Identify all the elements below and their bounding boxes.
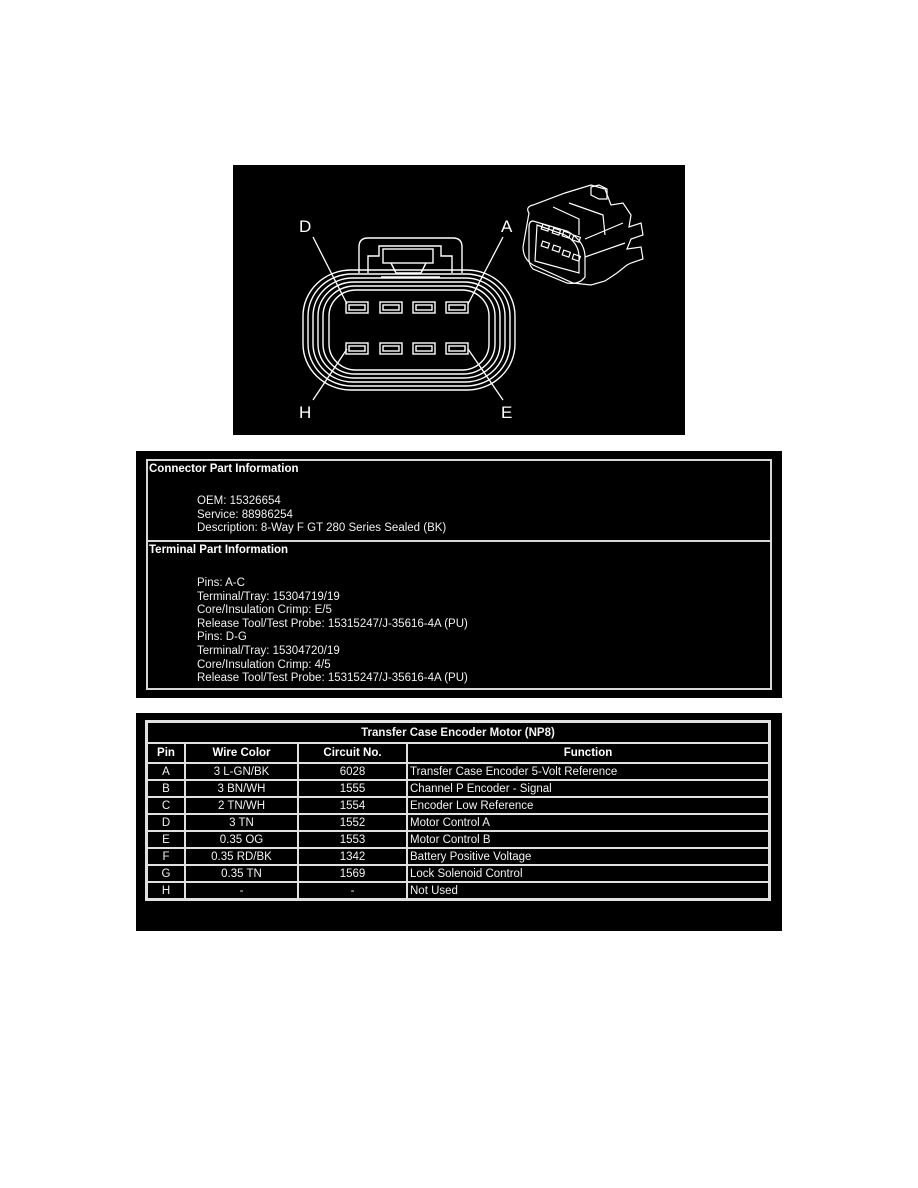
cell-function: Battery Positive Voltage	[407, 848, 769, 865]
pinout-table-box: Transfer Case Encoder Motor (NP8) Pin Wi…	[136, 713, 782, 931]
cell-function: Not Used	[407, 882, 769, 899]
terminal-crimp-1: Core/Insulation Crimp: E/5	[197, 604, 332, 617]
connector-description: Description: 8-Way F GT 280 Series Seale…	[197, 522, 447, 535]
cell-wire-color: 2 TN/WH	[185, 797, 298, 814]
pin-label-a: A	[501, 217, 513, 236]
part-information-box: Connector Part Information OEM: 15326654…	[136, 451, 782, 698]
table-title: Transfer Case Encoder Motor (NP8)	[147, 722, 769, 743]
table-row: H - - Not Used	[147, 882, 769, 899]
cell-wire-color: 3 TN	[185, 814, 298, 831]
terminal-part-info-title: Terminal Part Information	[149, 544, 289, 556]
cell-pin: C	[147, 797, 185, 814]
cell-wire-color: -	[185, 882, 298, 899]
table-row: A 3 L-GN/BK 6028 Transfer Case Encoder 5…	[147, 763, 769, 780]
cell-pin: H	[147, 882, 185, 899]
header-pin: Pin	[147, 743, 185, 763]
connector-part-info-section: Connector Part Information OEM: 15326654…	[148, 461, 770, 542]
cell-pin: G	[147, 865, 185, 882]
cell-pin: A	[147, 763, 185, 780]
table-row: C 2 TN/WH 1554 Encoder Low Reference	[147, 797, 769, 814]
cell-wire-color: 3 BN/WH	[185, 780, 298, 797]
cell-function: Lock Solenoid Control	[407, 865, 769, 882]
connector-oem: OEM: 15326654	[197, 495, 281, 507]
pin-cavities	[345, 301, 469, 355]
table-row: B 3 BN/WH 1555 Channel P Encoder - Signa…	[147, 780, 769, 797]
terminal-tray-2: Terminal/Tray: 15304720/19	[197, 644, 340, 657]
connector-isometric-view	[522, 184, 644, 286]
pin-label-d: D	[299, 217, 311, 236]
cell-pin: B	[147, 780, 185, 797]
cell-function: Transfer Case Encoder 5-Volt Reference	[407, 763, 769, 780]
header-wire-color: Wire Color	[185, 743, 298, 763]
terminal-tray-1: Terminal/Tray: 15304719/19	[197, 590, 340, 603]
table-row: F 0.35 RD/BK 1342 Battery Positive Volta…	[147, 848, 769, 865]
terminal-release-tool-2: Release Tool/Test Probe: 15315247/J-3561…	[197, 672, 468, 685]
connector-service: Service: 88986254	[197, 508, 293, 521]
cell-wire-color: 3 L-GN/BK	[185, 763, 298, 780]
terminal-pins-2: Pins: D-G	[197, 631, 247, 644]
connector-illustration: D A H E	[299, 184, 644, 422]
cell-pin: D	[147, 814, 185, 831]
cell-circuit: 1552	[298, 814, 407, 831]
terminal-part-info-section: Terminal Part Information Pins: A-C Term…	[148, 542, 770, 690]
pin-label-h: H	[299, 403, 311, 422]
connector-part-info-title: Connector Part Information	[149, 463, 299, 475]
table-header-row: Pin Wire Color Circuit No. Function	[147, 743, 769, 763]
cell-circuit: 1342	[298, 848, 407, 865]
cell-function: Channel P Encoder - Signal	[407, 780, 769, 797]
cell-pin: F	[147, 848, 185, 865]
pinout-table: Transfer Case Encoder Motor (NP8) Pin Wi…	[145, 720, 771, 901]
table-row: G 0.35 TN 1569 Lock Solenoid Control	[147, 865, 769, 882]
cell-function: Motor Control B	[407, 831, 769, 848]
cell-function: Encoder Low Reference	[407, 797, 769, 814]
cell-pin: E	[147, 831, 185, 848]
table-row: E 0.35 OG 1553 Motor Control B	[147, 831, 769, 848]
cell-wire-color: 0.35 TN	[185, 865, 298, 882]
header-function: Function	[407, 743, 769, 763]
cell-circuit: -	[298, 882, 407, 899]
cell-wire-color: 0.35 OG	[185, 831, 298, 848]
table-row: D 3 TN 1552 Motor Control A	[147, 814, 769, 831]
pin-label-e: E	[501, 403, 512, 422]
cell-circuit: 1554	[298, 797, 407, 814]
connector-face-diagram: D A H E	[233, 165, 685, 435]
cell-circuit: 1555	[298, 780, 407, 797]
cell-wire-color: 0.35 RD/BK	[185, 848, 298, 865]
cell-circuit: 6028	[298, 763, 407, 780]
cell-circuit: 1569	[298, 865, 407, 882]
cell-function: Motor Control A	[407, 814, 769, 831]
terminal-release-tool-1: Release Tool/Test Probe: 15315247/J-3561…	[197, 617, 468, 630]
cell-circuit: 1553	[298, 831, 407, 848]
header-circuit-no: Circuit No.	[298, 743, 407, 763]
terminal-pins-1: Pins: A-C	[197, 577, 245, 589]
terminal-crimp-2: Core/Insulation Crimp: 4/5	[197, 658, 331, 671]
